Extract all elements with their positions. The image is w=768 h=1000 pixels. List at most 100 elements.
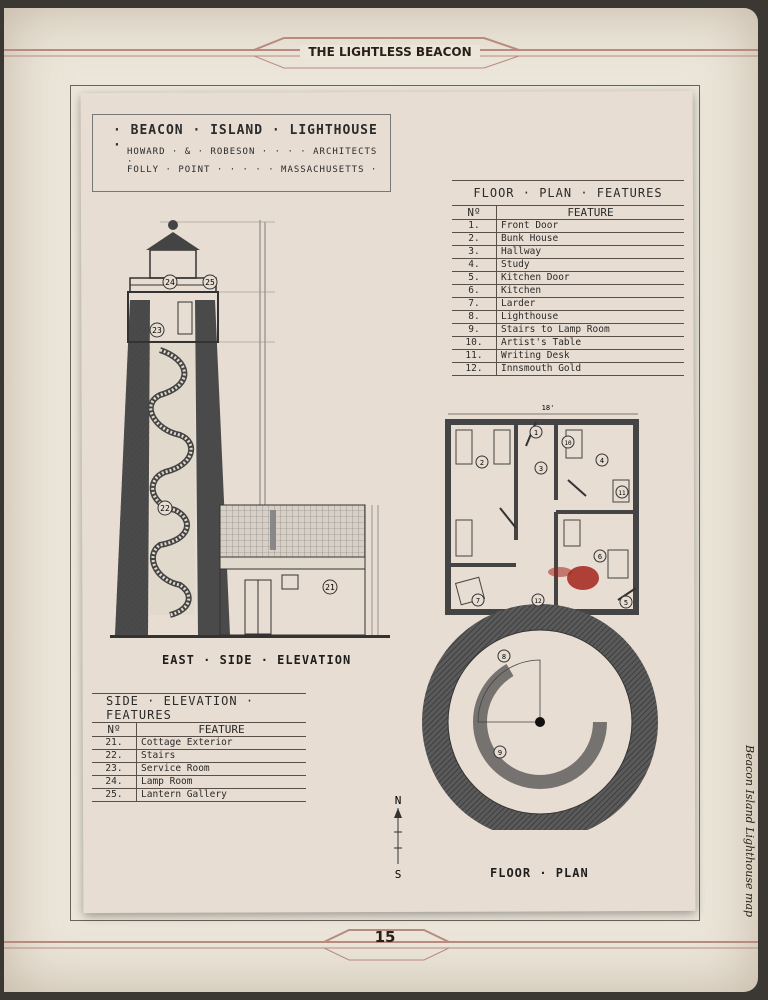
marker-24: 24 — [162, 274, 178, 290]
east-side-elevation-drawing: 24 25 23 22 21 — [110, 220, 390, 638]
marker-label: 1 — [534, 429, 538, 437]
marker-label: 24 — [165, 278, 175, 287]
feature-name: Lantern Gallery — [136, 788, 306, 802]
table-row: 25.Lantern Gallery — [92, 788, 306, 802]
marker-label: 25 — [205, 278, 215, 287]
table-caption: FLOOR · PLAN · FEATURES — [452, 180, 684, 206]
bottom-ornament-band — [4, 929, 758, 961]
side-caption: Beacon Island Lighthouse map — [743, 745, 756, 918]
feature-number: 8. — [452, 310, 497, 324]
table-row: 2.Bunk House — [452, 232, 684, 246]
feature-name: Study — [496, 258, 684, 272]
marker-7: 7 — [471, 593, 485, 607]
feature-number: 24. — [92, 775, 137, 789]
feature-number: 2. — [452, 232, 497, 246]
table-row: 8.Lighthouse — [452, 310, 684, 324]
marker-label: 8 — [502, 653, 506, 661]
feature-number: 1. — [452, 219, 497, 233]
feature-name: Bunk House — [496, 232, 684, 246]
feature-number: 6. — [452, 284, 497, 298]
compass-north-arrow: N S — [394, 794, 402, 881]
table-row: 7.Larder — [452, 297, 684, 311]
feature-name: Service Room — [136, 762, 306, 776]
feature-number: 22. — [92, 749, 137, 763]
feature-name: Writing Desk — [496, 349, 684, 363]
col-feature-header: FEATURE — [136, 722, 306, 737]
table-row: 4.Study — [452, 258, 684, 272]
marker-6: 6 — [593, 549, 607, 563]
feature-name: Larder — [496, 297, 684, 311]
table-row: 9.Stairs to Lamp Room — [452, 323, 684, 337]
col-no-header: Nº — [92, 722, 137, 737]
marker-23: 23 — [149, 322, 165, 338]
title-block: · BEACON · ISLAND · LIGHTHOUSE · HOWARD … — [92, 114, 391, 192]
dimension-label: 18' — [542, 404, 555, 412]
marker-label: 9 — [498, 749, 502, 757]
marker-label: 4 — [600, 457, 604, 465]
table-row: 24.Lamp Room — [92, 775, 306, 789]
feature-name: Innsmouth Gold — [496, 362, 684, 376]
table-row: 6.Kitchen — [452, 284, 684, 298]
blueprint-title: · BEACON · ISLAND · LIGHTHOUSE · — [113, 123, 378, 153]
feature-name: Cottage Exterior — [136, 736, 306, 750]
feature-number: 25. — [92, 788, 137, 802]
marker-label: 6 — [598, 553, 602, 561]
table-caption: SIDE · ELEVATION · FEATURES — [92, 693, 306, 723]
marker-9: 9 — [493, 745, 507, 759]
marker-label: 10 — [564, 440, 572, 447]
feature-number: 10. — [452, 336, 497, 350]
page-header-title: THE LIGHTLESS BEACON — [300, 45, 480, 59]
feature-name: Kitchen — [496, 284, 684, 298]
east-side-elevation-label: EAST · SIDE · ELEVATION — [162, 653, 352, 667]
feature-name: Artist's Table — [496, 336, 684, 350]
table-row: 23.Service Room — [92, 762, 306, 776]
feature-number: 21. — [92, 736, 137, 750]
feature-name: Kitchen Door — [496, 271, 684, 285]
feature-name: Stairs to Lamp Room — [496, 323, 684, 337]
table-row: 1.Front Door — [452, 219, 684, 233]
marker-label: 11 — [618, 490, 626, 497]
marker-label: 7 — [476, 597, 480, 605]
map-frame — [70, 85, 700, 921]
blood-stain — [567, 566, 599, 590]
feature-number: 12. — [452, 362, 497, 376]
marker-3: 3 — [534, 461, 548, 475]
marker-21: 21 — [322, 579, 338, 595]
col-no-header: Nº — [452, 205, 497, 220]
marker-label: 22 — [160, 504, 170, 513]
marker-label: 3 — [539, 465, 543, 473]
col-feature-header: FEATURE — [496, 205, 684, 220]
marker-10: 10 — [561, 435, 575, 449]
compass-south-label: S — [395, 868, 402, 881]
feature-name: Lighthouse — [496, 310, 684, 324]
floor-plan-label: FLOOR · PLAN — [490, 866, 589, 880]
feature-name: Lamp Room — [136, 775, 306, 789]
compass-north-label: N — [395, 794, 402, 807]
table-row: 11.Writing Desk — [452, 349, 684, 363]
architects-line: HOWARD · & · ROBESON · · · · ARCHITECTS … — [127, 147, 378, 167]
feature-name: Front Door — [496, 219, 684, 233]
table-row: 5.Kitchen Door — [452, 271, 684, 285]
feature-number: 3. — [452, 245, 497, 259]
feature-number: 4. — [452, 258, 497, 272]
feature-name: Hallway — [496, 245, 684, 259]
feature-number: 23. — [92, 762, 137, 776]
marker-label: 21 — [325, 583, 335, 592]
feature-name: Stairs — [136, 749, 306, 763]
marker-22: 22 — [157, 500, 173, 516]
marker-label: 5 — [624, 599, 628, 607]
page-number: 15 — [374, 928, 396, 946]
marker-2: 2 — [475, 455, 489, 469]
marker-label: 12 — [534, 598, 542, 605]
marker-25: 25 — [202, 274, 218, 290]
feature-number: 11. — [452, 349, 497, 363]
table-row: 22.Stairs — [92, 749, 306, 763]
marker-8: 8 — [497, 649, 511, 663]
floor-plan-drawing: 18' 1 2 3 4 5 6 7 8 9 10 11 12 — [422, 404, 658, 830]
marker-1: 1 — [529, 425, 543, 439]
marker-12: 12 — [531, 593, 545, 607]
marker-5: 5 — [619, 595, 633, 609]
feature-number: 9. — [452, 323, 497, 337]
